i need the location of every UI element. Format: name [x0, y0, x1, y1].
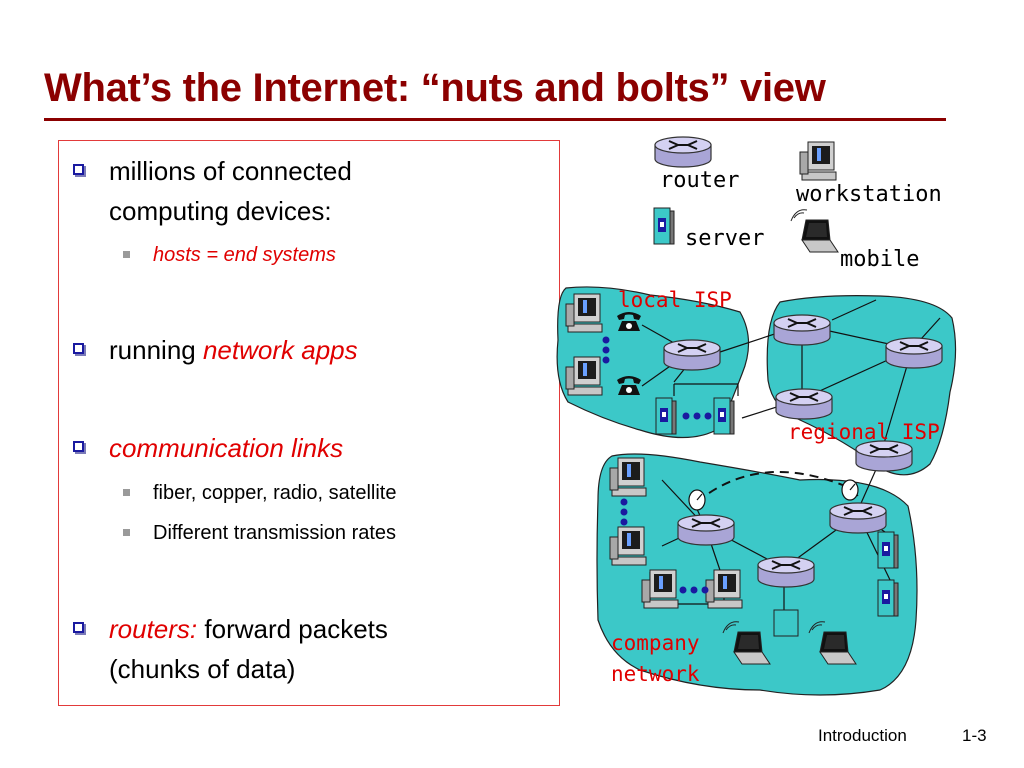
server-icon: [877, 579, 899, 617]
sub-bullet-marker-icon: [123, 489, 130, 496]
bullet-marker-icon: [73, 343, 84, 354]
regional-isp-label: regional ISP: [788, 420, 940, 444]
satellite-dish-icon: [841, 479, 859, 501]
router-icon: [829, 502, 887, 534]
local-isp-label: local ISP: [618, 288, 732, 312]
bullet-marker-icon: [73, 441, 84, 452]
router-icon: [773, 314, 831, 346]
server-icon: [653, 207, 675, 245]
sub-bullet-marker-icon: [123, 251, 130, 258]
bullet-marker-icon: [73, 622, 84, 633]
router-icon: [885, 337, 943, 369]
sub-bullet-marker-icon: [123, 529, 130, 536]
router-icon: [855, 440, 913, 472]
ellipsis-dots: [602, 336, 712, 594]
router-icon: [663, 339, 721, 371]
legend-mobile-label: mobile: [840, 247, 920, 272]
footer-section: Introduction: [818, 726, 907, 745]
server-icon: [877, 531, 899, 569]
legend-workstation-label: workstation: [796, 182, 942, 207]
workstation-icon: [799, 141, 837, 181]
bullet-marker-icon: [73, 164, 84, 175]
router-icon: [775, 388, 833, 420]
router-icon: [654, 136, 712, 168]
wireless-access-point: [773, 609, 799, 637]
satellite-link: [696, 470, 851, 503]
router-icon: [757, 556, 815, 588]
footer-page-number: 1-3: [962, 726, 987, 745]
server-icon: [713, 397, 735, 435]
title-underline: [44, 118, 946, 121]
slide-title: What’s the Internet: “nuts and bolts” vi…: [44, 66, 826, 110]
router-icon: [677, 514, 735, 546]
mobile-icon: [790, 209, 839, 253]
legend-router-label: router: [660, 168, 740, 193]
legend-server-label: server: [685, 226, 765, 251]
server-icon: [655, 397, 677, 435]
satellite-dish-icon: [688, 489, 706, 511]
